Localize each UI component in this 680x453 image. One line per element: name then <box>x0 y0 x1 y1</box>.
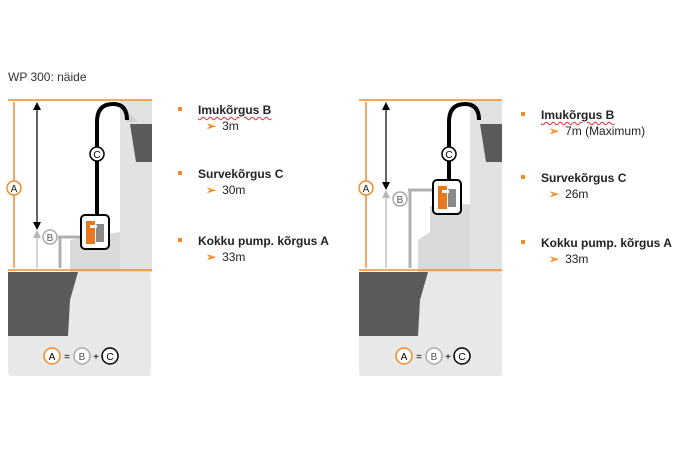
bullet-icon <box>178 238 182 242</box>
outlet-block <box>480 124 502 162</box>
pipe <box>95 101 129 216</box>
arrow-icon: ➢ <box>206 119 217 133</box>
arrow-icon: ➢ <box>206 250 217 264</box>
marker-c <box>89 146 105 162</box>
bullet-icon <box>521 112 525 116</box>
info-block-2: Imukõrgus B ➢7m (Maximum) Survekõrgus C … <box>521 108 680 278</box>
marker-a <box>358 180 374 196</box>
item-value-row: ➢ 26m <box>549 187 588 201</box>
svg-text:+: + <box>93 352 99 363</box>
svg-text:B: B <box>47 233 54 244</box>
svg-text:B: B <box>397 195 404 206</box>
svg-text:+: + <box>445 352 451 363</box>
water-block <box>359 272 428 336</box>
svg-text:B: B <box>431 352 438 363</box>
pipe <box>447 101 481 180</box>
item-value-row: ➢ 3m <box>206 119 239 133</box>
marker-a <box>6 180 22 196</box>
arrow-icon: ➢ <box>549 187 560 201</box>
item-label: Imukõrgus B <box>541 108 615 122</box>
item-value-row: ➢ 30m <box>206 183 245 197</box>
pump-diagram-1: A B C A = B + C <box>6 99 152 376</box>
svg-text:A: A <box>11 184 18 195</box>
svg-text:=: = <box>416 352 422 363</box>
item-value: 30m <box>222 183 246 197</box>
water-block <box>8 272 78 336</box>
info-block-1: Imukõrgus B ➢ 3m Survekõrgus C ➢ 30m Kokku… <box>178 103 348 273</box>
item-value: 33m <box>222 250 246 264</box>
marker-b <box>392 191 408 207</box>
item-label: Kokku pump. kõrgus A <box>541 236 672 250</box>
formula: A = B + C <box>395 347 471 365</box>
svg-text:A: A <box>363 184 370 195</box>
svg-text:=: = <box>64 352 70 363</box>
outlet-block <box>130 124 152 162</box>
item-label: Survekõrgus C <box>198 167 284 181</box>
svg-text:A: A <box>401 352 408 363</box>
item-label: Survekõrgus C <box>541 171 627 185</box>
svg-text:C: C <box>458 352 465 363</box>
svg-text:B: B <box>79 352 86 363</box>
svg-text:C: C <box>93 150 100 161</box>
bullet-icon <box>521 175 525 179</box>
item-label: Imukõrgus B <box>198 103 272 117</box>
bullet-icon <box>178 171 182 175</box>
example-title: WP 300: näide <box>8 70 87 84</box>
item-value-row: ➢ 33m <box>549 252 588 266</box>
item-value: 33m <box>565 252 589 266</box>
marker-c <box>441 146 457 162</box>
formula: A = B + C <box>43 347 119 365</box>
item-value: 26m <box>565 187 589 201</box>
item-value: 3m <box>222 119 239 133</box>
pump-diagram-2: A B C A = B + C <box>358 99 502 376</box>
arrow-icon: ➢ <box>206 183 217 197</box>
marker-b <box>42 229 58 245</box>
svg-text:C: C <box>445 150 452 161</box>
item-value: 7m (Maximum) <box>565 124 646 138</box>
item-value-row: ➢ 33m <box>206 250 245 264</box>
item-value-row: ➢ 7m (Maximum) <box>549 124 645 138</box>
arrow-icon: ➢ <box>549 124 560 138</box>
svg-text:C: C <box>106 352 113 363</box>
item-label: Kokku pump. kõrgus A <box>198 234 329 248</box>
svg-text:A: A <box>49 352 56 363</box>
bullet-icon <box>178 107 182 111</box>
arrow-icon: ➢ <box>549 252 560 266</box>
bullet-icon <box>521 240 525 244</box>
